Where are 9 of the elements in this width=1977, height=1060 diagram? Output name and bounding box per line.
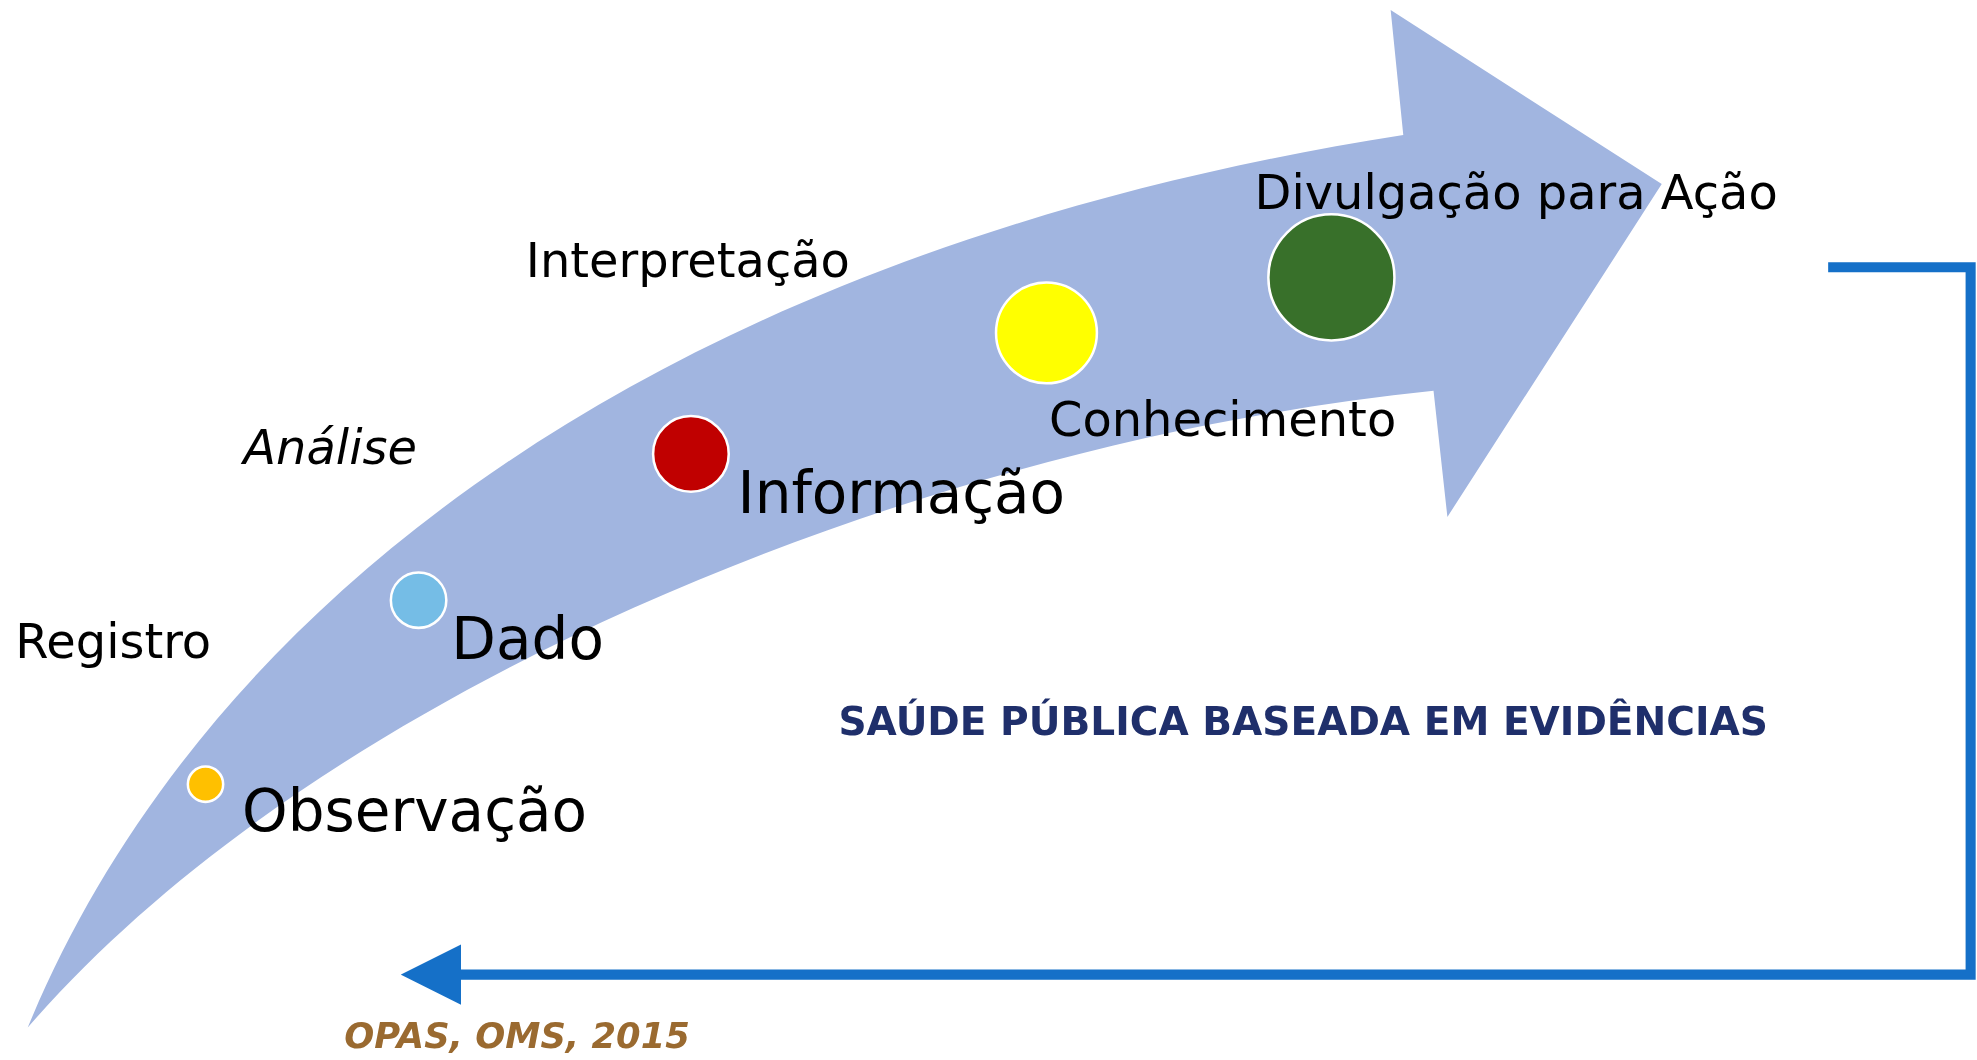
stage-label: Informação — [737, 463, 1066, 522]
step-label: Interpretação — [525, 237, 850, 285]
step-label: Registro — [15, 617, 212, 666]
stage-label: Observação — [242, 781, 588, 840]
stage-label: Divulgação para Ação — [1254, 168, 1778, 217]
step-label: Análise — [243, 423, 417, 472]
source-caption: OPAS, OMS, 2015 — [344, 1018, 690, 1055]
stage-label: Conhecimento — [1049, 395, 1397, 444]
stage-label: Dado — [451, 610, 604, 669]
